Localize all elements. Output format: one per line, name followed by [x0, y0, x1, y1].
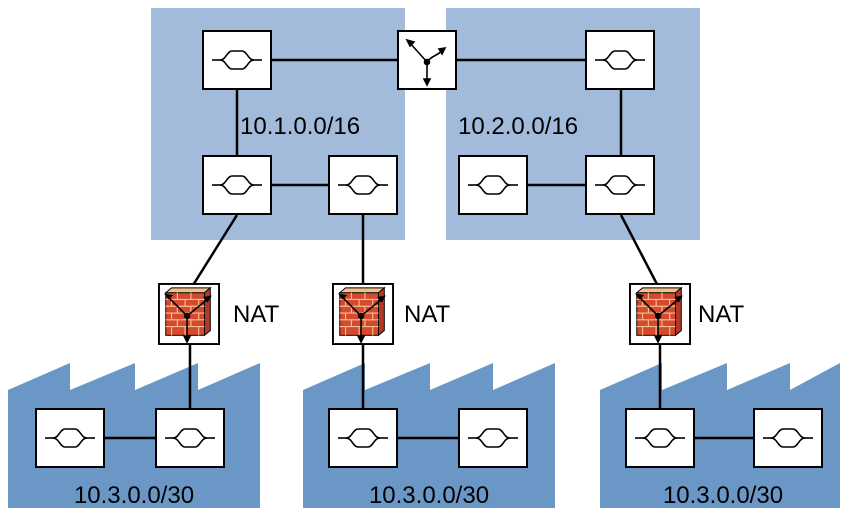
switch-icon	[585, 30, 655, 90]
switch-icon	[585, 155, 655, 215]
switch-icon	[753, 408, 823, 468]
factory-label-3: 10.3.0.0/30	[663, 482, 783, 508]
factory-area-2	[303, 363, 555, 508]
switch-icon	[625, 408, 695, 468]
switch-icon	[328, 155, 398, 215]
nat-label-2: NAT	[404, 301, 451, 328]
network-a-label: 10.1.0.0/16	[240, 113, 360, 140]
firewall-icon	[332, 283, 394, 345]
nat-label-1: NAT	[233, 301, 280, 328]
factory-label-1: 10.3.0.0/30	[74, 482, 194, 508]
switch-icon	[458, 155, 528, 215]
factory-label-2: 10.3.0.0/30	[369, 482, 489, 508]
switch-icon	[458, 408, 528, 468]
switch-icon	[35, 408, 105, 468]
switch-icon	[328, 408, 398, 468]
switch-icon	[155, 408, 225, 468]
network-b-label: 10.2.0.0/16	[458, 113, 578, 140]
switch-icon	[202, 155, 272, 215]
switch-icon	[202, 30, 272, 90]
nat-label-3: NAT	[698, 301, 745, 328]
router-icon	[397, 30, 457, 90]
factory-area-1	[8, 363, 260, 508]
firewall-icon	[629, 283, 691, 345]
firewall-icon	[158, 283, 220, 345]
